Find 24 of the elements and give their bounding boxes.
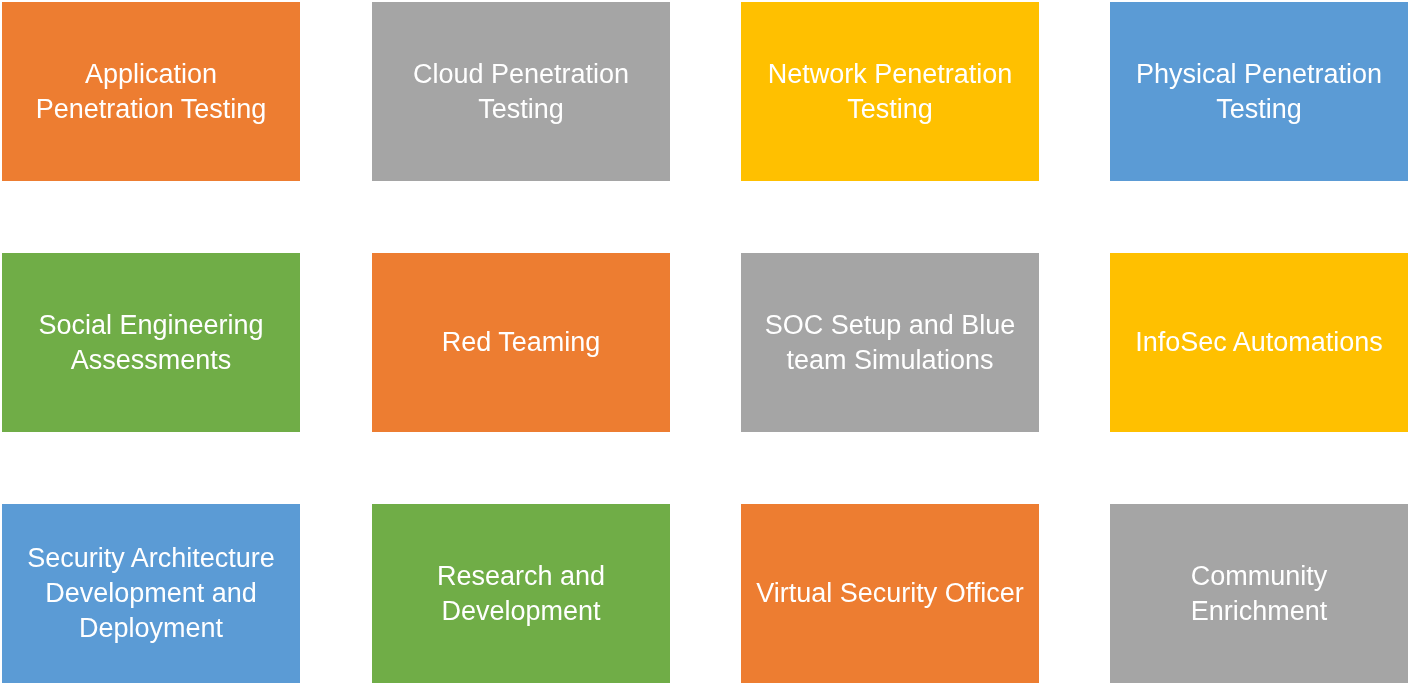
service-box [1110, 253, 1408, 432]
service-title: Network Penetration Testing [766, 57, 1014, 126]
service-title: Physical Penetration Testing [1134, 57, 1384, 126]
service-box [741, 253, 1039, 432]
service-title: Cloud Penetration Testing [411, 57, 631, 126]
service-title: SOC Setup and Blue team Simulations [763, 308, 1017, 377]
service-title: InfoSec Automations [1135, 326, 1383, 359]
service-box [741, 2, 1039, 181]
service-title: Red Teaming [441, 326, 601, 359]
service-title: Community Enrichment [1189, 559, 1329, 628]
service-title: Security Architecture Development and Deployment [26, 542, 276, 645]
service-box [2, 2, 300, 181]
service-box [372, 2, 670, 181]
service-box [1110, 2, 1408, 181]
service-title: Virtual Security Officer [756, 577, 1024, 610]
service-box [2, 504, 300, 683]
service-title: Application Penetration Testing [34, 57, 268, 126]
service-title: Research and Development [435, 559, 607, 628]
service-box [741, 504, 1039, 683]
service-box [372, 253, 670, 432]
service-box [372, 504, 670, 683]
service-box [1110, 504, 1408, 683]
service-box [2, 253, 300, 432]
service-title: Social Engineering Assessments [37, 308, 265, 377]
